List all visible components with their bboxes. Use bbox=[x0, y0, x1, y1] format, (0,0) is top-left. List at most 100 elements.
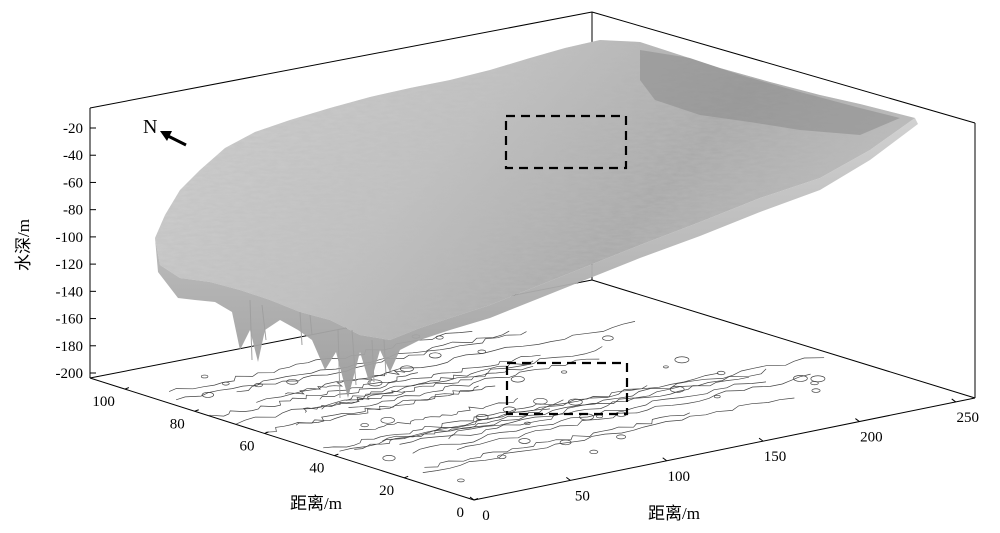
contour-line bbox=[236, 331, 527, 393]
contour-blob bbox=[382, 455, 396, 462]
y-tick-label: 100 bbox=[92, 394, 115, 410]
x-tick-label: 200 bbox=[860, 430, 883, 446]
contour-blob bbox=[435, 335, 444, 340]
axis-ticks: -20 -40 -60 -80 -100 -120 -140 -160 -180 -200 0 20 4… bbox=[56, 121, 979, 524]
contour-blob bbox=[533, 397, 548, 405]
y-tick-mark bbox=[264, 431, 269, 434]
contour-blob bbox=[810, 375, 826, 383]
frame-floor-front-left bbox=[89, 377, 475, 501]
frame-floor-front-right bbox=[473, 397, 976, 501]
contour-line bbox=[348, 358, 600, 408]
contour-projection bbox=[168, 321, 826, 483]
contour-blob bbox=[518, 438, 531, 444]
contour-line bbox=[319, 354, 541, 400]
y-tick-mark bbox=[473, 498, 479, 501]
contour-blob bbox=[475, 414, 489, 420]
contour-line bbox=[323, 399, 564, 449]
x-tick-mark bbox=[566, 476, 571, 481]
contour-blob bbox=[477, 349, 487, 354]
x-axis-label: 距离/m bbox=[648, 504, 700, 523]
contour-line bbox=[302, 390, 406, 413]
contour-line bbox=[412, 381, 767, 454]
z-tick-label: -180 bbox=[56, 339, 84, 355]
contour-blob bbox=[457, 478, 465, 483]
y-tick-mark bbox=[124, 387, 130, 390]
contour-blob bbox=[286, 378, 299, 385]
contour-blob bbox=[200, 374, 209, 379]
contour-blob bbox=[254, 383, 263, 388]
contour-blob bbox=[595, 414, 604, 419]
contour-blob bbox=[602, 335, 614, 341]
contour-blob bbox=[567, 398, 583, 406]
y-tick-label: 40 bbox=[309, 461, 324, 477]
contour-blob bbox=[380, 416, 395, 424]
surface-spikes bbox=[249, 299, 387, 399]
x-tick-label: 150 bbox=[764, 449, 787, 465]
contour-blob bbox=[201, 392, 215, 398]
contour-blob bbox=[367, 379, 383, 387]
y-tick-mark bbox=[334, 453, 339, 457]
contour-blob bbox=[428, 352, 442, 359]
north-label: N bbox=[143, 116, 157, 138]
x-tick-label: 250 bbox=[956, 410, 979, 426]
frame-top-left bbox=[89, 11, 593, 109]
surface-dark-patch bbox=[640, 50, 900, 135]
x-tick-label: 50 bbox=[575, 488, 590, 504]
x-tick-mark bbox=[758, 437, 764, 442]
north-arrow-shaft bbox=[167, 134, 187, 147]
y-tick-label: 80 bbox=[170, 416, 185, 432]
x-tick-label: 100 bbox=[667, 469, 690, 485]
contour-blob bbox=[716, 370, 726, 376]
contour-line bbox=[265, 385, 496, 433]
contour-line bbox=[209, 372, 418, 417]
contour-line bbox=[382, 385, 648, 442]
frame-top-right bbox=[591, 11, 976, 124]
y-tick-label: 0 bbox=[457, 505, 465, 521]
z-tick-label: -100 bbox=[56, 230, 84, 246]
z-tick-label: -140 bbox=[56, 284, 84, 300]
contour-blob bbox=[559, 439, 572, 446]
y-tick-label: 20 bbox=[379, 483, 394, 499]
z-tick-label: -20 bbox=[63, 121, 83, 137]
contour-blob bbox=[399, 365, 414, 372]
y-tick-mark bbox=[404, 475, 409, 479]
contour-blob bbox=[510, 375, 525, 383]
highlight-box-contour bbox=[505, 361, 629, 416]
contour-blob bbox=[713, 394, 721, 399]
z-tick-label: -60 bbox=[63, 175, 83, 191]
frame-floor-back-right bbox=[591, 279, 976, 399]
x-tick-mark bbox=[951, 398, 957, 403]
contour-blob bbox=[616, 434, 627, 440]
contour-blob bbox=[669, 385, 685, 393]
x-tick-mark bbox=[662, 457, 667, 462]
contour-line bbox=[399, 368, 767, 445]
z-tick-label: -80 bbox=[63, 203, 83, 219]
north-arrow-head bbox=[160, 131, 172, 141]
contour-blob bbox=[811, 388, 821, 393]
contour-line bbox=[321, 365, 534, 410]
contour-blob bbox=[222, 381, 230, 386]
contour-blob bbox=[502, 406, 517, 413]
z-tick-label: -200 bbox=[56, 366, 84, 382]
z-tick-label: -160 bbox=[56, 312, 84, 328]
contour-blob bbox=[663, 365, 669, 369]
contour-blob bbox=[561, 370, 568, 374]
contour-blob bbox=[674, 356, 690, 364]
contour-line bbox=[346, 360, 534, 401]
highlight-box-surface bbox=[504, 114, 628, 170]
x-tick-mark bbox=[855, 418, 860, 422]
contour-line bbox=[448, 376, 749, 440]
contour-blob bbox=[360, 423, 369, 428]
contour-line bbox=[422, 397, 795, 473]
x-tick-label: 0 bbox=[482, 508, 490, 524]
bathymetry-surface bbox=[155, 40, 918, 399]
surface-front-skirt bbox=[155, 118, 918, 398]
z-tick-label: -40 bbox=[63, 148, 83, 164]
contour-line bbox=[285, 370, 406, 395]
x-tick-mark bbox=[469, 496, 475, 501]
z-axis-label: 水深/m bbox=[14, 219, 33, 271]
z-tick-label: -120 bbox=[56, 257, 84, 273]
contour-line bbox=[359, 397, 519, 430]
y-tick-mark bbox=[194, 409, 199, 412]
contour-line bbox=[456, 373, 811, 451]
